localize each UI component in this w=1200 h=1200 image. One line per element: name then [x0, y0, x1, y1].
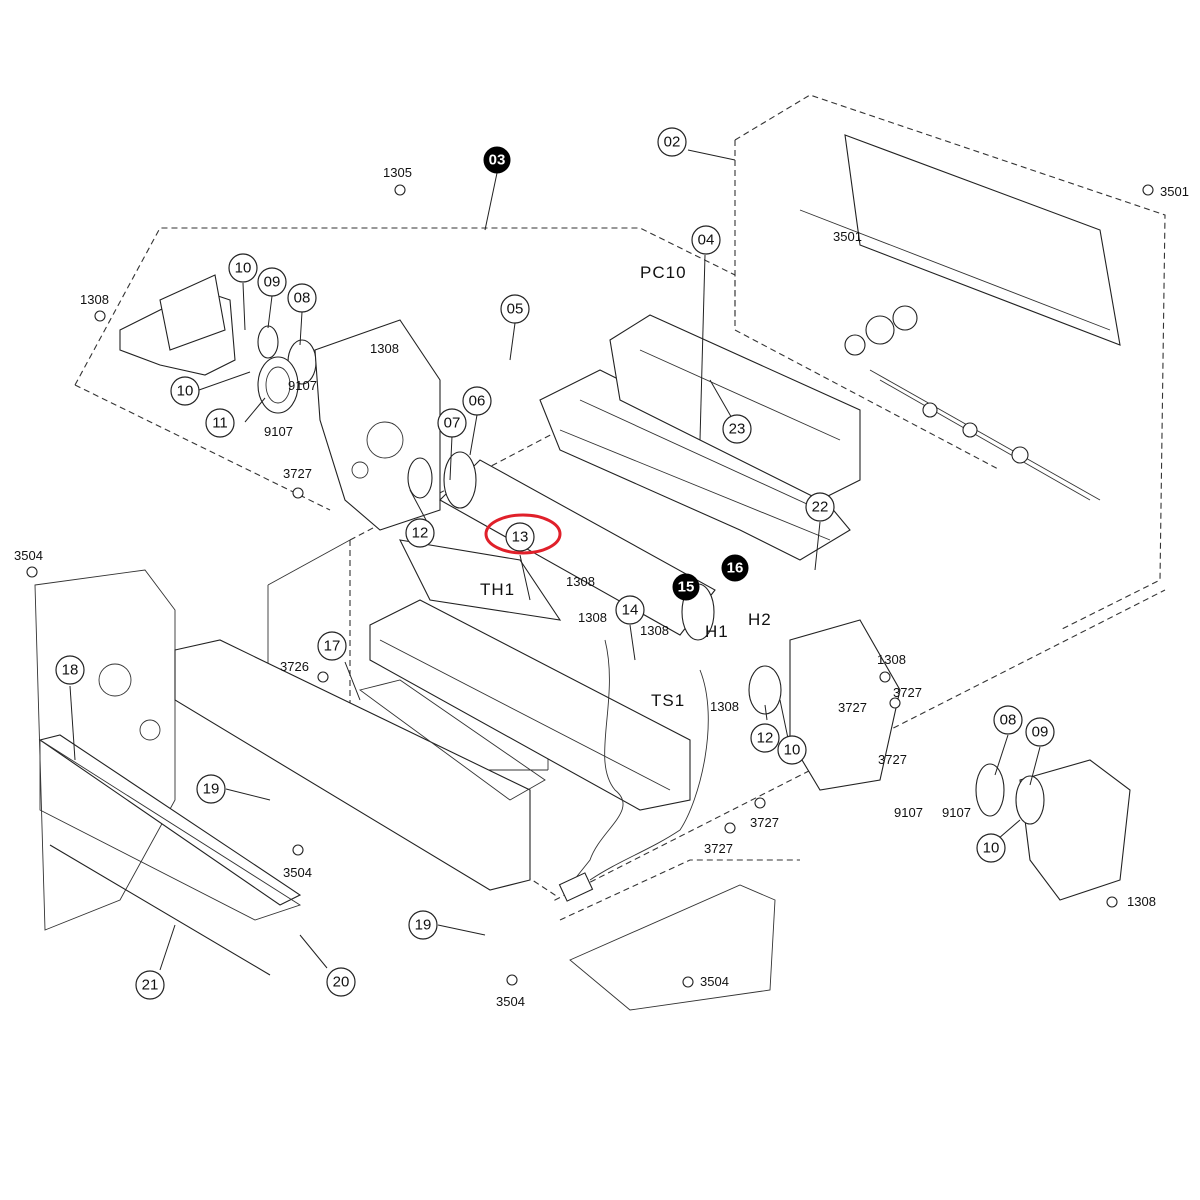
screw-label-3501: 3501 [1160, 184, 1189, 199]
callout-label-13: 13 [512, 529, 529, 546]
callout-label-19: 19 [203, 781, 220, 798]
signal-labels: PC10 TH1 H1 H2 TS1 [480, 263, 772, 710]
leader-lines [69, 149, 1041, 971]
callout-03: 03 [483, 146, 511, 174]
callout-12-right: 12 [750, 723, 780, 753]
callout-label-19: 19 [415, 917, 432, 934]
callout-label-15: 15 [678, 579, 695, 596]
callout-label-08: 08 [294, 290, 311, 307]
screw-label-3504: 3504 [14, 548, 43, 563]
callout-07: 07 [437, 408, 467, 438]
callout-label-05: 05 [507, 301, 524, 318]
callout-17: 17 [317, 631, 347, 661]
callout-05: 05 [500, 294, 530, 324]
callout-18: 18 [55, 655, 85, 685]
screw-label-9107: 9107 [288, 378, 317, 393]
callout-06: 06 [462, 386, 492, 416]
callout-label-11: 11 [212, 415, 228, 432]
callout-label-07: 07 [444, 415, 461, 432]
screw-label-3727: 3727 [750, 815, 779, 830]
callout-label-16: 16 [727, 560, 744, 577]
screw-label-9107: 9107 [942, 805, 971, 820]
callout-label-09: 09 [1032, 724, 1049, 741]
callout-10-right: 10 [976, 833, 1006, 863]
callout-13: 13 [505, 522, 535, 552]
callout-16: 16 [721, 554, 749, 582]
screw-label-1308: 1308 [80, 292, 109, 307]
callout-label-20: 20 [333, 974, 350, 991]
screw-label-3504: 3504 [700, 974, 729, 989]
screw-label-3727: 3727 [893, 685, 922, 700]
callout-label-03: 03 [489, 152, 506, 169]
callout-21: 21 [135, 970, 165, 1000]
callout-04: 04 [691, 225, 721, 255]
callout-label-04: 04 [698, 232, 715, 249]
callout-08-left: 08 [287, 283, 317, 313]
callout-label-21: 21 [142, 977, 159, 994]
callout-19-lower: 19 [408, 910, 438, 940]
screw-label-1308: 1308 [370, 341, 399, 356]
callout-label-14: 14 [622, 602, 639, 619]
callout-11: 11 [205, 408, 235, 438]
callout-label-10: 10 [784, 742, 801, 759]
thermistor-label-th1: TH1 [480, 580, 515, 599]
screw-label-1308: 1308 [1127, 894, 1156, 909]
callout-09-left: 09 [257, 267, 287, 297]
screw-label-1308: 1308 [877, 652, 906, 667]
screw-label-9107: 9107 [264, 424, 293, 439]
callout-label-12: 12 [757, 730, 774, 747]
callout-label-18: 18 [62, 662, 79, 679]
heater-label-h2: H2 [748, 610, 772, 629]
screw-label-1308: 1308 [566, 574, 595, 589]
callouts: 03 02 04 05 06 07 10 09 08 10 11 12 13 1… [55, 127, 1055, 1000]
screw-label-3727: 3727 [878, 752, 907, 767]
callout-label-02: 02 [664, 134, 681, 151]
callout-10-top: 10 [228, 253, 258, 283]
callout-label-17: 17 [324, 638, 341, 655]
callout-12-left: 12 [405, 518, 435, 548]
callout-10-left: 10 [170, 376, 200, 406]
callout-08-right: 08 [993, 705, 1023, 735]
callout-label-12: 12 [412, 525, 429, 542]
screw-label-1308: 1308 [578, 610, 607, 625]
parts-line-art [26, 134, 1154, 1011]
callout-09-right: 09 [1025, 717, 1055, 747]
callout-22: 22 [805, 492, 835, 522]
callout-23: 23 [722, 414, 752, 444]
callout-19-upper: 19 [196, 774, 226, 804]
callout-label-22: 22 [812, 499, 829, 516]
callout-label-08: 08 [1000, 712, 1017, 729]
callout-label-09: 09 [264, 274, 281, 291]
thermostat-label-ts1: TS1 [651, 691, 685, 710]
callout-20: 20 [326, 967, 356, 997]
screw-label-3727: 3727 [838, 700, 867, 715]
screw-label-3727: 3727 [283, 466, 312, 481]
callout-14: 14 [615, 595, 645, 625]
callout-10-mid: 10 [777, 735, 807, 765]
screw-label-3504: 3504 [283, 865, 312, 880]
screw-label-1308: 1308 [640, 623, 669, 638]
callout-label-06: 06 [469, 393, 486, 410]
screw-labels: 1305 1308 1308 1308 1308 1308 1308 1308 … [14, 165, 1189, 1009]
screw-label-3727: 3727 [704, 841, 733, 856]
screw-label-3726: 3726 [280, 659, 309, 674]
screw-label-3504: 3504 [496, 994, 525, 1009]
callout-02: 02 [657, 127, 687, 157]
sensor-label-pc10: PC10 [640, 263, 687, 282]
callout-label-10: 10 [983, 840, 1000, 857]
screw-label-3501: 3501 [833, 229, 862, 244]
heater-label-h1: H1 [705, 622, 729, 641]
screw-label-9107: 9107 [894, 805, 923, 820]
callout-15: 15 [672, 573, 700, 601]
callout-label-23: 23 [729, 421, 746, 438]
callout-label-10: 10 [235, 260, 252, 277]
screw-label-1308: 1308 [710, 699, 739, 714]
highlight-ring [484, 513, 562, 555]
screw-label-1305: 1305 [383, 165, 412, 180]
callout-label-10: 10 [177, 383, 194, 400]
